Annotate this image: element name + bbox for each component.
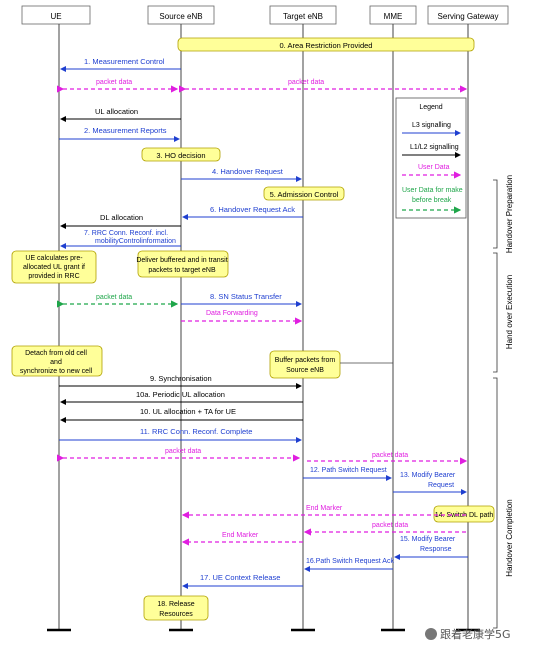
msg-16-label: 16.Path Switch Request Ack	[306, 558, 394, 565]
note-detach	[11, 345, 103, 377]
packet-data-6-label: packet data	[372, 522, 408, 529]
note-detach-line2: and	[50, 359, 62, 366]
ul-allocation-label: UL allocation	[95, 107, 138, 116]
data-forwarding-label: Data Forwarding	[206, 310, 258, 317]
note-switch-dl-path	[433, 505, 495, 523]
msg-4-label: 4. Handover Request	[212, 167, 284, 176]
wechat-icon	[425, 628, 437, 640]
note-ue-calculates-line3: provided in RRC	[28, 273, 79, 280]
note-ue-calculates	[11, 250, 97, 284]
entity-serving-gateway: Serving Gateway	[438, 12, 499, 21]
msg-15-label-1: 15. Modify Bearer	[400, 536, 456, 543]
note-release-resources	[143, 595, 209, 621]
msg-15-label-2: Response	[420, 546, 452, 553]
legend-l3-label: L3 signalling	[412, 122, 451, 129]
msg-11-label: 11. RRC Conn. Reconf. Complete	[140, 427, 252, 436]
msg-13-label-1: 13. Modify Bearer	[400, 472, 456, 479]
note-ho-decision-text: 3. HO decision	[156, 151, 205, 160]
phase-completion: Handover Completion	[505, 499, 514, 576]
note-admission-control	[263, 186, 345, 201]
bracket-preparation	[493, 179, 498, 249]
msg-17-label: 17. UE Context Release	[200, 573, 280, 582]
msg-1-label: 1. Measurement Control	[84, 57, 165, 66]
lifelines	[58, 24, 469, 630]
packet-data-2-label: packet data	[288, 79, 324, 86]
phase-brackets	[493, 179, 498, 629]
bracket-completion	[493, 377, 498, 629]
packet-data-4-label: packet data	[165, 448, 201, 455]
note-buffer-packets	[269, 350, 341, 379]
entity-ue: UE	[50, 12, 61, 21]
entity-headers: UE Source eNB Target eNB MME Serving Gat…	[21, 5, 509, 25]
messages: 1. Measurement Control packet data packe…	[57, 57, 468, 589]
msg-10-label: 10. UL allocation + TA for UE	[140, 407, 236, 416]
entity-mme: MME	[384, 12, 403, 21]
phase-preparation: Handover Preparation	[505, 175, 514, 253]
packet-data-5-label: packet data	[372, 452, 408, 459]
msg-8-label: 8. SN Status Transfer	[210, 292, 282, 301]
note-release-resources-line2: Resources	[159, 611, 193, 618]
note-deliver-buffered	[137, 250, 229, 278]
bracket-execution	[493, 252, 498, 373]
legend-mbb-label-1: User Data for make	[402, 187, 463, 194]
msg-10a-label: 10a. Periodic UL allocation	[136, 390, 225, 399]
msg-6-label: 6. Handover Request Ack	[210, 205, 295, 214]
entity-target-enb: Target eNB	[283, 12, 323, 21]
legend-l12-label: L1/L2 signalling	[410, 144, 459, 151]
watermark: 跟着老康学5G	[425, 626, 511, 642]
note-ue-calculates-line2: allocated UL grant if	[23, 264, 85, 271]
note-area-restriction	[177, 37, 475, 52]
note-release-resources-line1: 18. Release	[157, 601, 194, 608]
end-marker-2-label: End Marker	[222, 532, 259, 539]
legend-box	[395, 97, 467, 219]
note-detach-line3: synchronize to new cell	[20, 368, 93, 375]
phase-execution: Hand over Execution	[505, 275, 514, 349]
note-buffer-packets-line2: Source eNB	[286, 367, 324, 374]
note-deliver-buffered-line1: Deliver buffered and in transit	[136, 257, 227, 264]
msg-7-label-1: 7. RRC Conn. Reconf. incl.	[84, 230, 168, 237]
entity-source-enb: Source eNB	[159, 12, 202, 21]
watermark-text: 跟着老康学5G	[440, 628, 511, 641]
legend: Legend L3 signalling L1/L2 signalling Us…	[395, 97, 467, 219]
legend-title: Legend	[419, 104, 442, 111]
dl-allocation-label: DL allocation	[100, 213, 143, 222]
note-admission-control-text: 5. Admission Control	[270, 190, 339, 199]
note-ho-decision	[141, 147, 221, 162]
note-buffer-packets-line1: Buffer packets from	[275, 357, 336, 364]
note-deliver-buffered-line2: packets to target eNB	[148, 267, 216, 274]
end-marker-1-label: End Marker	[306, 505, 343, 512]
msg-9-label: 9. Synchronisation	[150, 374, 212, 383]
packet-data-3-label: packet data	[96, 294, 132, 301]
legend-mbb-label-2: before break	[412, 197, 452, 204]
msg-12-label: 12. Path Switch Request	[310, 467, 387, 474]
msg-2-label: 2. Measurement Reports	[84, 126, 167, 135]
entity-box-ue	[21, 5, 91, 25]
msg-13-label-2: Request	[428, 482, 454, 489]
legend-user-label: User Data	[418, 164, 450, 171]
msg-7-label-2: mobilityControlinformation	[95, 238, 176, 245]
packet-data-1-label: packet data	[96, 79, 132, 86]
note-detach-line1: Detach from old cell	[25, 350, 87, 357]
note-area-restriction-text: 0. Area Restriction Provided	[280, 41, 373, 50]
note-ue-calculates-line1: UE calculates pre-	[25, 255, 83, 262]
